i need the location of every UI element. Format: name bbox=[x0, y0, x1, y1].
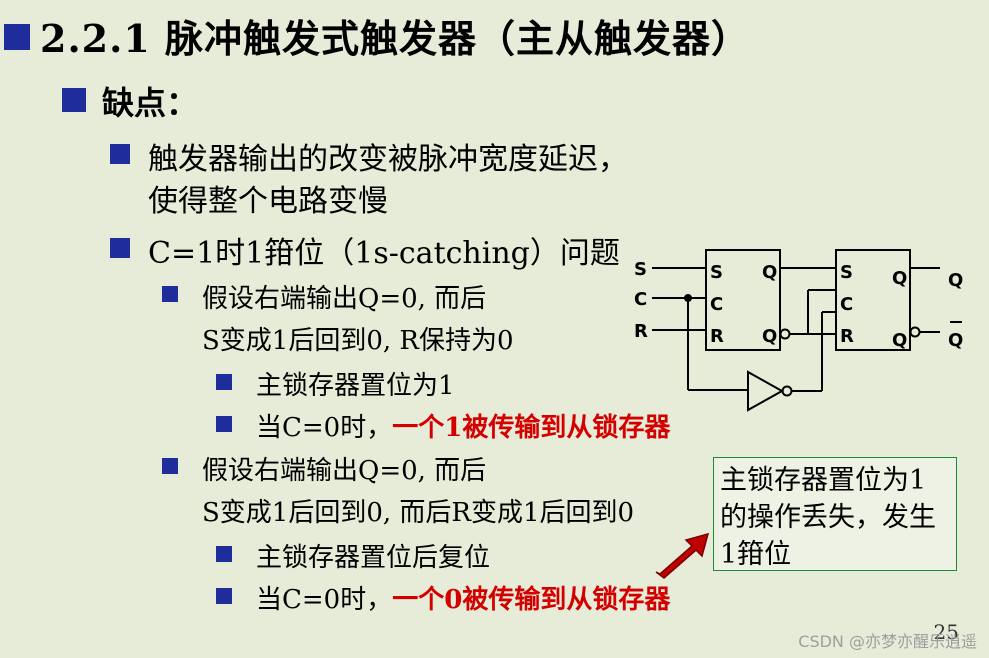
output-qbar-label: Q bbox=[948, 330, 963, 351]
slave-qbar-label: Q bbox=[892, 330, 907, 351]
heading-bullet bbox=[62, 88, 86, 112]
page-title: 2.2.1 脉冲触发式触发器（主从触发器） bbox=[40, 16, 751, 61]
case2-sub2-bullet bbox=[216, 588, 232, 604]
point2-bullet bbox=[110, 238, 130, 258]
title-bullet bbox=[4, 24, 30, 50]
master-s-label: S bbox=[710, 262, 723, 283]
note-box: 主锁存器置位为1的操作丢失，发生1箝位 bbox=[713, 457, 957, 571]
case2-bullet bbox=[162, 458, 178, 474]
point1-bullet bbox=[110, 144, 130, 164]
point1-line2: 使得整个电路变慢 bbox=[148, 184, 388, 219]
input-c-label: C bbox=[634, 289, 647, 310]
pointer-arrow-icon bbox=[655, 532, 710, 579]
point2: C=1时1箝位（1s-catching）问题 bbox=[148, 236, 620, 271]
case1-sub1: 主锁存器置位为1 bbox=[256, 371, 455, 401]
master-latch bbox=[705, 249, 781, 351]
output-q-label: Q bbox=[948, 270, 963, 291]
case2-sub2-emphasis: 一个0被传输到从锁存器 bbox=[392, 585, 671, 615]
watermark: CSDN @亦梦亦醒乐逍遥 bbox=[798, 632, 977, 651]
page-number: 25 bbox=[933, 620, 959, 644]
case2-line2: S变成1后回到0, 而后R变成1后回到0 bbox=[202, 498, 635, 528]
case1-line1: 假设右端输出Q=0, 而后 bbox=[202, 284, 487, 314]
heading: 缺点： bbox=[102, 84, 199, 122]
input-r-label: R bbox=[634, 321, 648, 342]
slave-q-label: Q bbox=[892, 268, 907, 289]
input-s-label: S bbox=[634, 259, 647, 280]
case1-sub2-bullet bbox=[216, 416, 232, 432]
clock-inverter bbox=[747, 370, 785, 412]
case1-bullet bbox=[162, 286, 178, 302]
point1-line1: 触发器输出的改变被脉冲宽度延迟， bbox=[148, 142, 628, 177]
case1-sub1-bullet bbox=[216, 374, 232, 390]
case1-line2: S变成1后回到0, R保持为0 bbox=[202, 326, 514, 356]
master-q-label: Q bbox=[762, 262, 777, 283]
master-c-label: C bbox=[710, 294, 723, 315]
slave-latch bbox=[835, 249, 911, 351]
slave-c-label: C bbox=[840, 294, 853, 315]
master-r-label: R bbox=[710, 326, 724, 347]
case2-sub1-bullet bbox=[216, 546, 232, 562]
slave-qbar-bubble bbox=[909, 326, 921, 338]
case2-sub2: 当C=0时，一个0被传输到从锁存器 bbox=[256, 579, 670, 616]
master-slave-circuit: S C R S C R Q Q S C R Q Q Q Q bbox=[634, 249, 963, 412]
slave-r-label: R bbox=[840, 326, 854, 347]
case1-sub2: 当C=0时，一个1被传输到从锁存器 bbox=[256, 407, 670, 444]
case2-sub2-prefix: 当C=0时， bbox=[256, 585, 393, 615]
case2-sub1: 主锁存器置位后复位 bbox=[256, 543, 491, 573]
case2-line1: 假设右端输出Q=0, 而后 bbox=[202, 456, 487, 486]
master-qbar-label: Q bbox=[762, 326, 777, 347]
slave-s-label: S bbox=[840, 262, 853, 283]
case1-sub2-prefix: 当C=0时， bbox=[256, 413, 393, 443]
master-qbar-bubble bbox=[779, 328, 791, 340]
case1-sub2-emphasis: 一个1被传输到从锁存器 bbox=[392, 413, 671, 443]
